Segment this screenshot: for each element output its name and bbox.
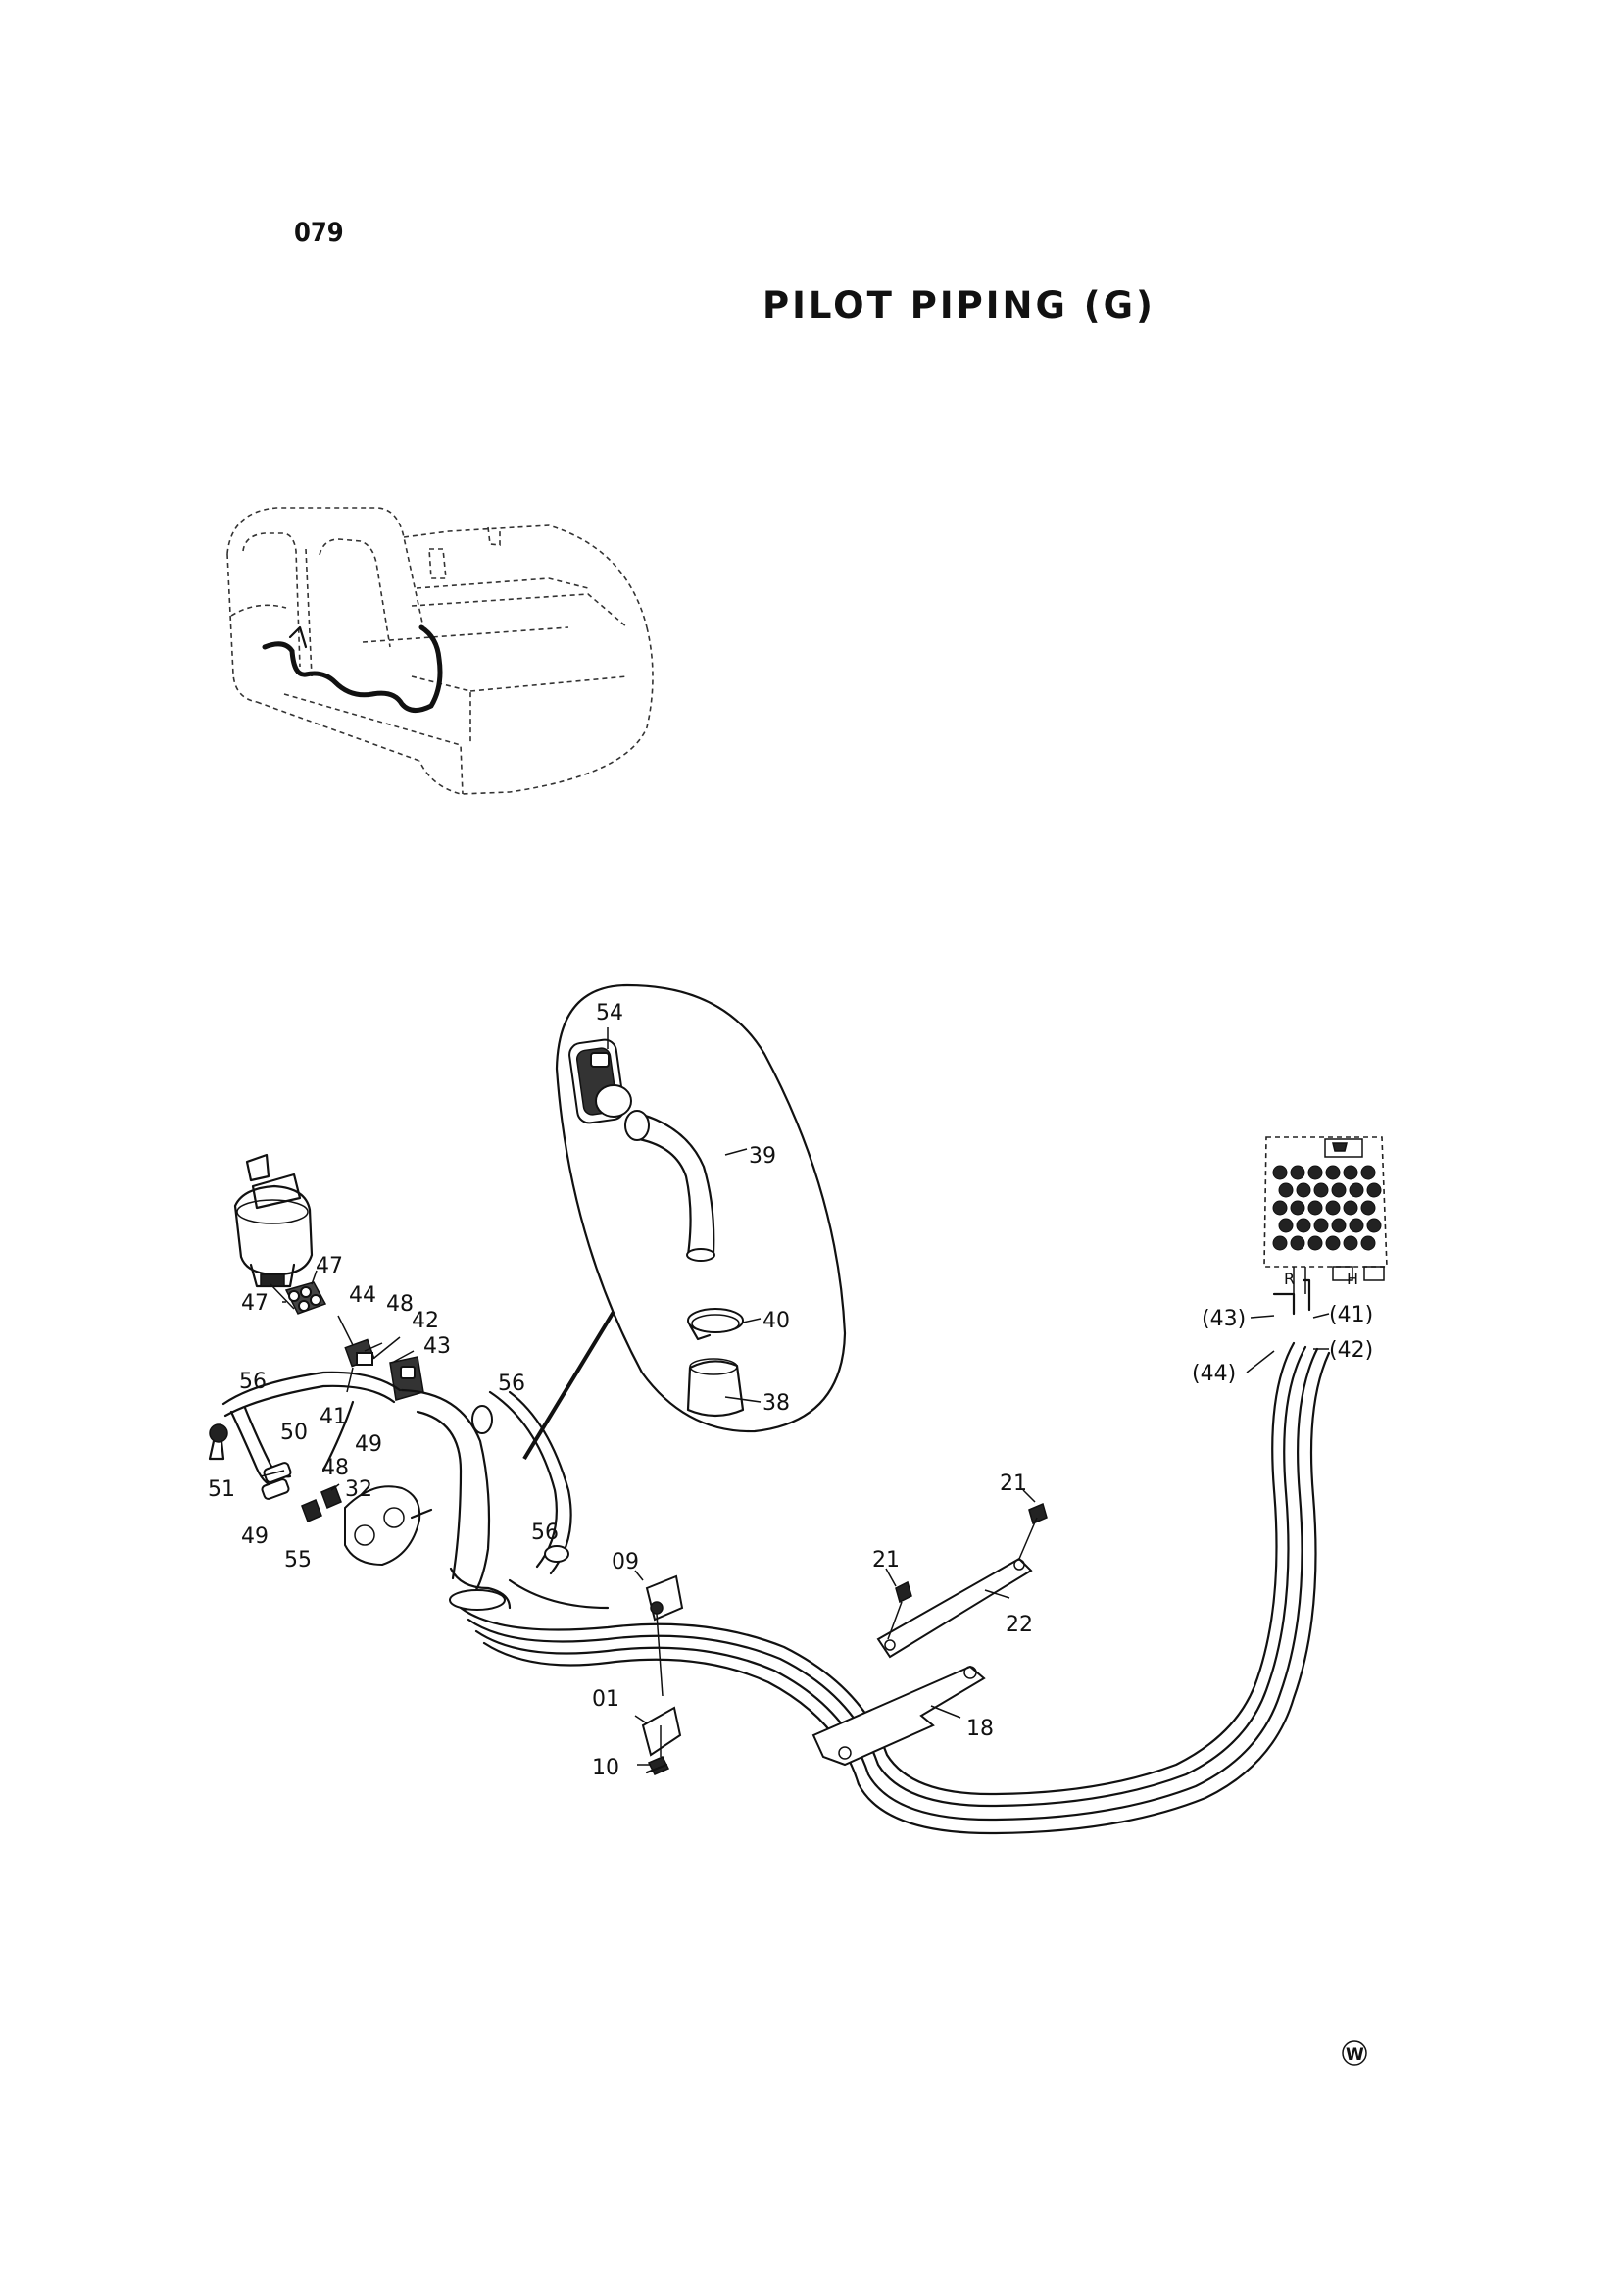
callout-43: 43 — [423, 1334, 451, 1359]
clamp-40 — [687, 1308, 744, 1341]
valve-port-fitting — [1313, 1182, 1329, 1198]
valve-port-fitting — [1349, 1182, 1364, 1198]
page-title: PILOT PIPING (G) — [762, 284, 1156, 326]
valve-port-fitting — [1278, 1182, 1294, 1198]
callout-22: 22 — [1006, 1613, 1033, 1637]
valve-port-fitting — [1325, 1165, 1341, 1180]
valve-ports — [1272, 1165, 1382, 1251]
callout-41: 41 — [320, 1405, 347, 1429]
callout-18: 18 — [966, 1717, 994, 1741]
bracket-18 — [812, 1665, 986, 1767]
valve-port-fitting — [1290, 1235, 1305, 1251]
bracket-22 — [876, 1489, 1048, 1659]
callout-21-right: 21 — [1000, 1472, 1027, 1496]
callout-42-ref: (42) — [1329, 1338, 1373, 1363]
fitting-cluster-47 — [282, 1270, 327, 1315]
grommet-54 — [568, 1038, 632, 1124]
cap-38 — [686, 1358, 745, 1418]
valve-port-fitting — [1296, 1218, 1311, 1233]
callout-09: 09 — [612, 1550, 639, 1574]
valve-port-fitting — [1278, 1218, 1294, 1233]
callout-56-low: 56 — [531, 1521, 559, 1545]
callout-21-left: 21 — [872, 1548, 900, 1572]
valve-port-fitting — [1307, 1200, 1323, 1216]
hose-bundle — [221, 1341, 1331, 1835]
valve-port-fitting — [1325, 1235, 1341, 1251]
valve-port-fitting — [1290, 1200, 1305, 1216]
valve-port-fitting — [1307, 1235, 1323, 1251]
valve-port-fitting — [1366, 1182, 1382, 1198]
valve-port-fitting — [1307, 1165, 1323, 1180]
clamp-09 — [634, 1570, 684, 1775]
callout-49-low: 49 — [241, 1524, 269, 1549]
pilot-valve — [233, 1153, 314, 1310]
callout-56-left: 56 — [239, 1370, 267, 1394]
valve-port-fitting — [1343, 1200, 1358, 1216]
callout-41-ref: (41) — [1329, 1303, 1373, 1327]
valve-port-fitting — [1272, 1235, 1288, 1251]
callout-40: 40 — [762, 1309, 790, 1333]
callout-42: 42 — [412, 1309, 439, 1333]
callout-54: 54 — [596, 1001, 623, 1025]
callout-47-left: 47 — [241, 1291, 269, 1316]
excavator-overview — [226, 507, 654, 795]
valve-port-fitting — [1331, 1218, 1347, 1233]
callout-56-top: 56 — [498, 1372, 525, 1396]
callout-10: 10 — [592, 1756, 619, 1780]
valve-port-r: R — [1284, 1270, 1295, 1288]
valve-port-fitting — [1360, 1235, 1376, 1251]
callout-32: 32 — [345, 1477, 372, 1502]
valve-port-fitting — [1325, 1200, 1341, 1216]
callout-51: 51 — [208, 1477, 235, 1502]
valve-port-fitting — [1343, 1165, 1358, 1180]
callout-50: 50 — [280, 1421, 308, 1445]
valve-port-fitting — [1360, 1200, 1376, 1216]
valve-port-fitting — [1272, 1200, 1288, 1216]
detail-oval — [522, 983, 847, 1461]
page-number: 079 — [294, 218, 344, 248]
valve-port-fitting — [1343, 1235, 1358, 1251]
valve-port-fitting — [1331, 1182, 1347, 1198]
callout-47-right: 47 — [316, 1254, 343, 1278]
callout-44-ref: (44) — [1192, 1362, 1236, 1386]
callout-01: 01 — [592, 1687, 619, 1712]
lower-fittings — [208, 1423, 433, 1567]
valve-port-fitting — [1272, 1165, 1288, 1180]
callout-48-top: 48 — [386, 1292, 414, 1317]
callout-43-ref: (43) — [1202, 1307, 1246, 1331]
callout-44: 44 — [349, 1283, 376, 1308]
mark-letter: W — [1346, 2045, 1364, 2065]
valve-port-fitting — [1290, 1165, 1305, 1180]
valve-port-fitting — [1349, 1218, 1364, 1233]
w-mark: W — [1342, 2040, 1367, 2066]
callout-labels: 54 39 40 38 47 47 44 48 42 43 56 41 49 5… — [208, 1001, 1373, 1780]
control-valve — [1263, 1136, 1388, 1316]
valve-port-fitting — [1296, 1182, 1311, 1198]
valve-port-h: H — [1347, 1270, 1358, 1288]
callout-55: 55 — [284, 1548, 312, 1572]
valve-port-fitting — [1313, 1218, 1329, 1233]
callout-48-low: 48 — [321, 1456, 349, 1480]
callout-38: 38 — [762, 1391, 790, 1416]
valve-port-fitting — [1360, 1165, 1376, 1180]
valve-port-fitting — [1366, 1218, 1382, 1233]
hose-39 — [624, 1110, 715, 1262]
callout-39: 39 — [749, 1144, 776, 1169]
callout-49-mid: 49 — [355, 1432, 382, 1457]
